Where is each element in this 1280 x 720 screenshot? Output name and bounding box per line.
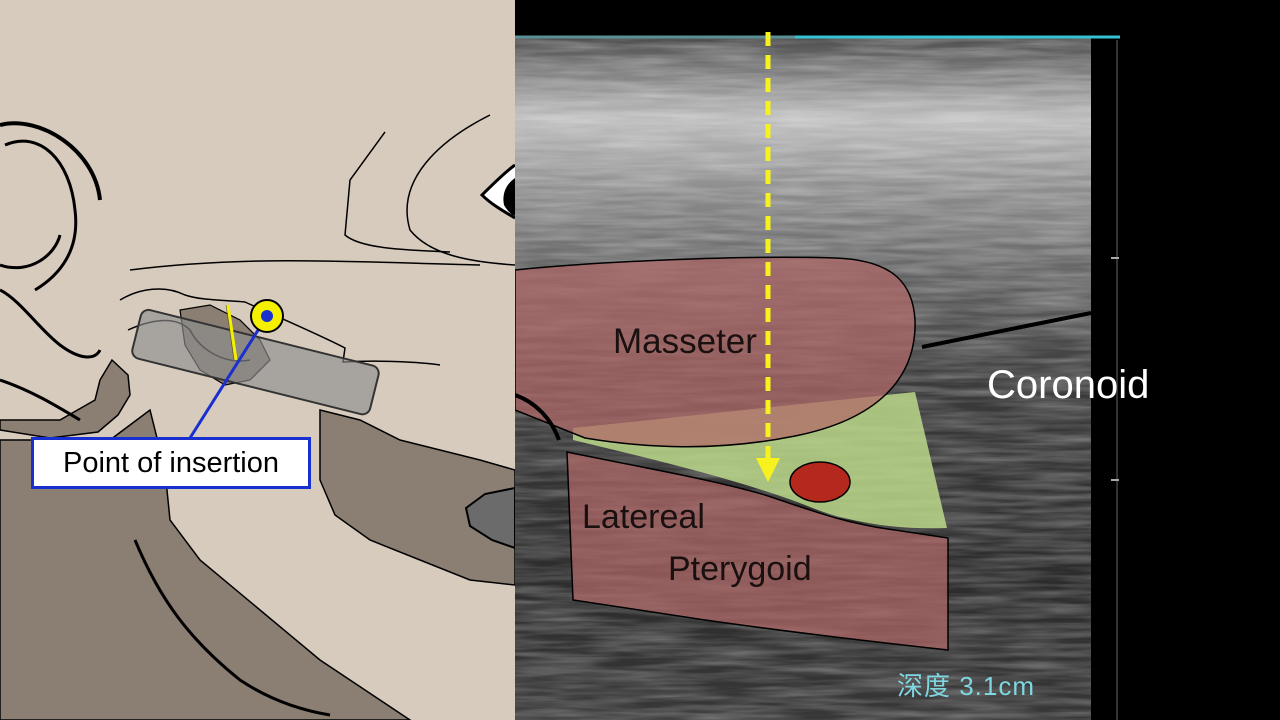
orbit-line bbox=[406, 114, 515, 266]
fascia-line bbox=[515, 393, 561, 441]
insertion-pointer-line bbox=[188, 315, 269, 439]
ultrasound-panel: Masseter Latereal Pterygoid Coronoid 深度 … bbox=[515, 0, 1280, 720]
zygomatic-arch-line bbox=[129, 259, 481, 271]
ear-outline bbox=[0, 121, 102, 201]
insertion-target-center bbox=[261, 310, 273, 322]
needle-line bbox=[226, 304, 238, 361]
lateral-pterygoid-muscle bbox=[566, 451, 949, 651]
neck-outline bbox=[0, 378, 81, 422]
masseter-muscle bbox=[515, 256, 916, 448]
needle-outline bbox=[225, 304, 235, 361]
coronoid-label: Coronoid bbox=[987, 363, 1150, 407]
skull-drawing bbox=[0, 114, 515, 720]
maxilla-shape bbox=[319, 409, 515, 586]
temporal-line bbox=[344, 131, 451, 253]
insertion-point-label: Point of insertion bbox=[31, 437, 311, 489]
ramus-front-line bbox=[133, 539, 331, 717]
masseter-label: Masseter bbox=[613, 322, 757, 361]
depth-readout: 深度 3.1cm bbox=[897, 671, 1036, 701]
eye-iris bbox=[503, 178, 515, 216]
mandible-ramus-shape bbox=[0, 358, 131, 439]
needle-path-arrowhead bbox=[756, 458, 780, 482]
ear-lobe-outline bbox=[0, 234, 62, 270]
lateral-pterygoid-label-line1: Latereal bbox=[582, 498, 705, 536]
ultrasound-probe bbox=[131, 308, 380, 416]
ear-inner-outline bbox=[4, 139, 78, 292]
coronoid-pointer-line bbox=[921, 311, 1092, 349]
ultrasound-image bbox=[515, 32, 1120, 720]
lateral-pterygoid-label-line2: Pterygoid bbox=[668, 550, 812, 588]
anatomy-diagram-panel: Point of insertion bbox=[0, 0, 515, 720]
maxillary-artery bbox=[789, 461, 851, 503]
tooth-shape bbox=[464, 486, 515, 550]
ear-lower-outline bbox=[0, 288, 102, 359]
